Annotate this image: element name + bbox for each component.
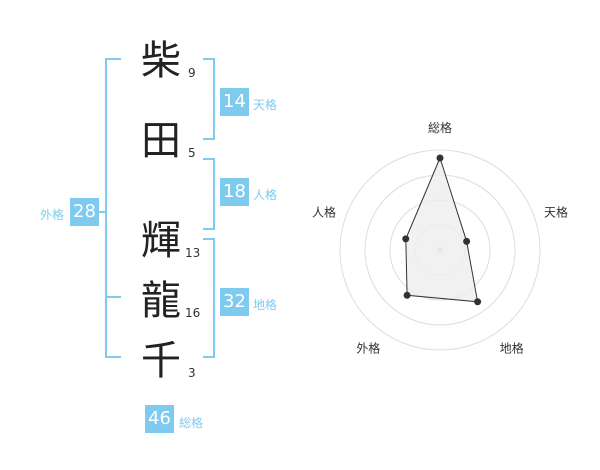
radar-point-2 bbox=[474, 298, 482, 306]
radar-polygon bbox=[405, 156, 479, 303]
chikaku-value: 32 bbox=[220, 288, 249, 316]
radar-axis-label-2: 地格 bbox=[500, 341, 524, 356]
stroke-count-4: 16 bbox=[185, 306, 201, 320]
radar-axis-label-3: 外格 bbox=[356, 341, 380, 356]
radar-point-4 bbox=[402, 235, 410, 243]
gaikaku-bracket-stub bbox=[98, 211, 106, 213]
radar-axis-label-1: 天格 bbox=[544, 204, 568, 219]
name-char-1: 柴 bbox=[141, 38, 181, 84]
jinkaku-bracket bbox=[203, 158, 215, 230]
gaikaku-bracket-bottom bbox=[105, 296, 121, 358]
radar-point-3 bbox=[403, 291, 411, 299]
radar-axis-label-4: 人格 bbox=[312, 204, 336, 219]
radar-ring-4 bbox=[339, 149, 541, 351]
name-char-5: 千 bbox=[141, 338, 181, 384]
chikaku-label: 地格 bbox=[253, 298, 278, 312]
jinkaku-label: 人格 bbox=[253, 188, 278, 202]
chikaku-bracket bbox=[203, 238, 215, 358]
radar-axis-label-0: 総格 bbox=[428, 120, 452, 135]
tenkaku-bracket bbox=[203, 58, 215, 140]
name-char-2: 田 bbox=[141, 118, 181, 164]
tenkaku-label: 天格 bbox=[253, 98, 278, 112]
gaikaku-bracket-top bbox=[105, 58, 121, 298]
soukaku-value: 46 bbox=[145, 405, 174, 433]
soukaku-label: 総格 bbox=[179, 416, 204, 430]
name-char-3: 輝 bbox=[141, 218, 181, 264]
tenkaku-value: 14 bbox=[220, 88, 249, 116]
jinkaku-value: 18 bbox=[220, 178, 249, 206]
stroke-count-1: 9 bbox=[188, 66, 196, 80]
name-char-4: 龍 bbox=[141, 278, 181, 324]
radar-point-1 bbox=[463, 237, 471, 245]
gaikaku-value: 28 bbox=[70, 198, 99, 226]
stroke-count-2: 5 bbox=[188, 146, 196, 160]
stroke-count-5: 3 bbox=[188, 366, 196, 380]
radar-point-0 bbox=[436, 154, 444, 162]
stroke-count-3: 13 bbox=[185, 246, 201, 260]
gaikaku-label: 外格 bbox=[40, 208, 65, 222]
